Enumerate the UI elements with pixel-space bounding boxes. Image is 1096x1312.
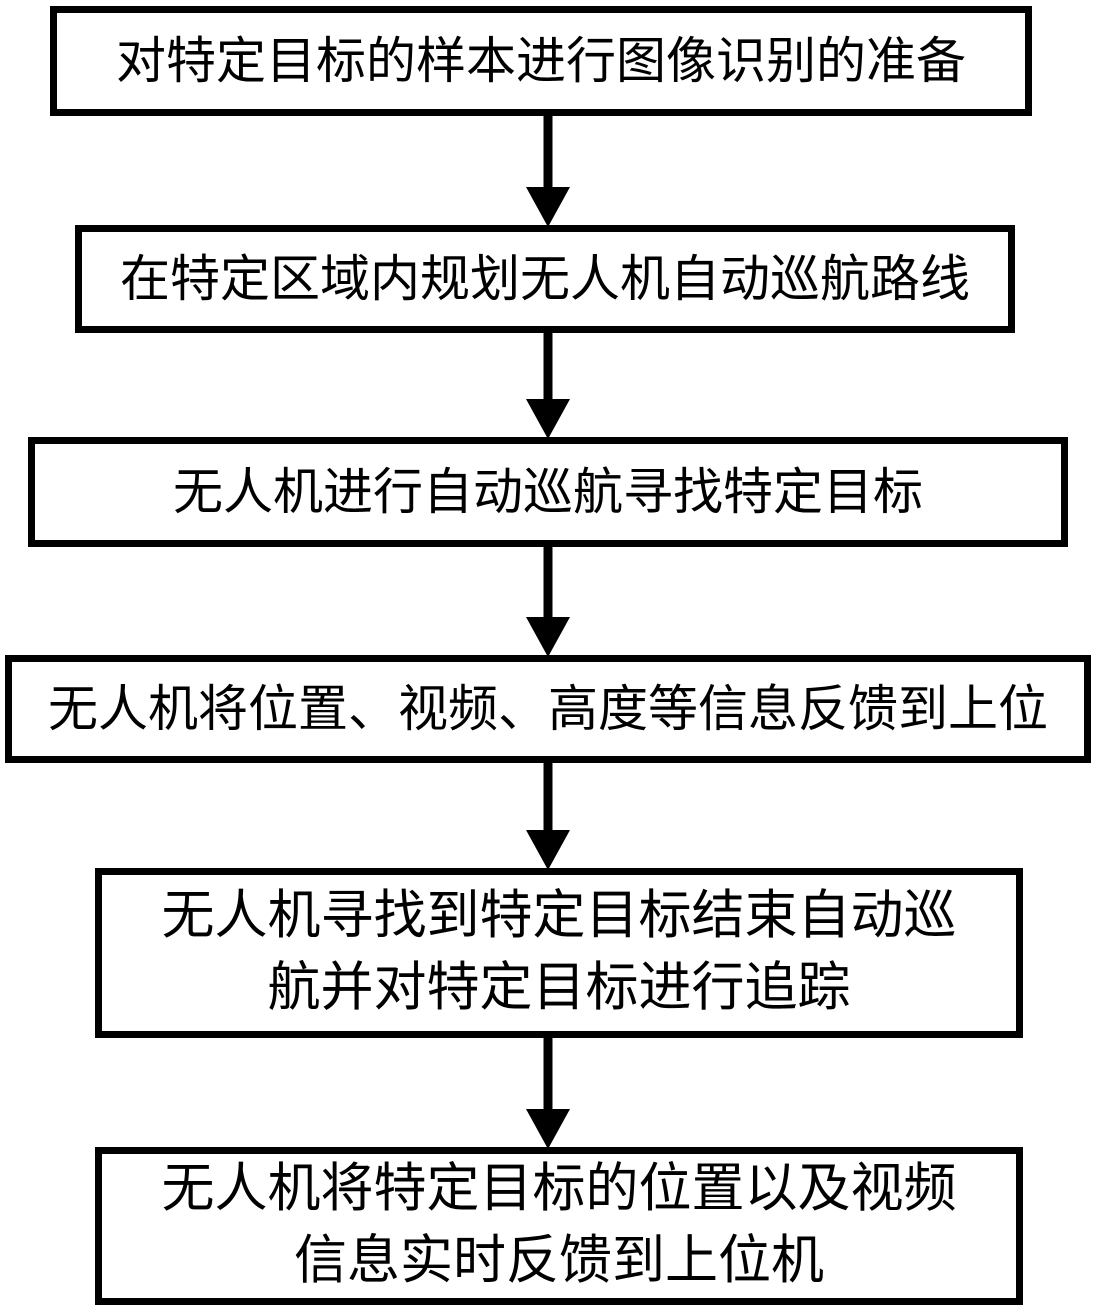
connector-arrow-4-5 — [526, 761, 570, 870]
connector-arrow-5-6 — [526, 1036, 570, 1149]
flow-step-1-text: 对特定目标的样本进行图像识别的准备 — [116, 32, 966, 89]
arrow-shaft — [543, 114, 553, 193]
flow-step-2: 在特定区域内规划无人机自动巡航路线 — [75, 225, 1015, 333]
flow-step-4-text: 无人机将位置、视频、高度等信息反馈到上位 — [48, 680, 1048, 737]
arrow-down-icon — [526, 830, 570, 870]
flow-step-3-text: 无人机进行自动巡航寻找特定目标 — [173, 463, 923, 520]
arrow-down-icon — [526, 187, 570, 227]
arrow-shaft — [543, 331, 553, 405]
connector-arrow-1-2 — [526, 114, 570, 227]
arrow-shaft — [543, 761, 553, 836]
arrow-shaft — [543, 545, 553, 623]
flow-step-1: 对特定目标的样本进行图像识别的准备 — [50, 6, 1032, 116]
connector-arrow-3-4 — [526, 545, 570, 657]
flow-step-2-text: 在特定区域内规划无人机自动巡航路线 — [120, 250, 970, 307]
arrow-down-icon — [526, 1109, 570, 1149]
flow-step-6-text-line-1: 无人机将特定目标的位置以及视频 — [161, 1160, 957, 1219]
arrow-down-icon — [526, 617, 570, 657]
flow-step-6: 无人机将特定目标的位置以及视频 信息实时反馈到上位机 — [95, 1147, 1023, 1305]
flow-step-3: 无人机进行自动巡航寻找特定目标 — [28, 437, 1068, 547]
flow-step-6-text-line-2: 信息实时反馈到上位机 — [294, 1232, 824, 1290]
flow-step-4: 无人机将位置、视频、高度等信息反馈到上位 — [5, 655, 1091, 763]
arrow-shaft — [543, 1036, 553, 1115]
arrow-down-icon — [526, 399, 570, 439]
flow-step-5: 无人机寻找到特定目标结束自动巡 航并对特定目标进行追踪 — [95, 868, 1023, 1038]
connector-arrow-2-3 — [526, 331, 570, 439]
flow-step-5-text-line-2: 航并对特定目标进行追踪 — [267, 959, 851, 1017]
flow-step-5-text-line-1: 无人机寻找到特定目标结束自动巡 — [161, 887, 957, 946]
